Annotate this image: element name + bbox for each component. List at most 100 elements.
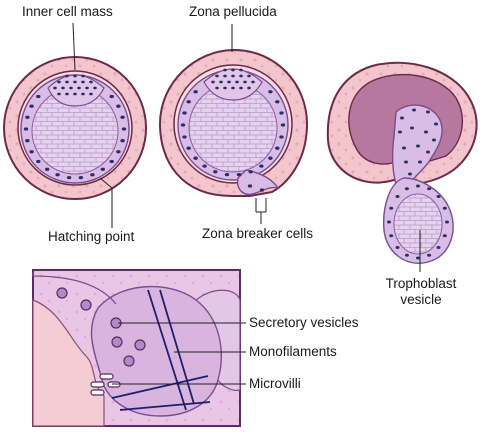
nucleus: [89, 80, 93, 84]
nucleus: [247, 74, 251, 78]
nucleus: [243, 80, 247, 84]
nucleus: [182, 135, 187, 139]
nucleus: [224, 172, 230, 177]
nucleus: [404, 187, 409, 191]
nucleus: [116, 150, 121, 154]
nucleus: [426, 150, 430, 154]
nucleus: [93, 86, 97, 90]
nucleus: [66, 175, 72, 180]
leader-lines: [72, 22, 421, 385]
nucleus: [279, 111, 284, 115]
nucleus: [23, 127, 29, 131]
nucleus: [223, 68, 227, 72]
nucleus: [432, 138, 436, 142]
nucleus: [404, 253, 409, 257]
nucleus: [259, 164, 264, 168]
nucleus: [442, 234, 447, 238]
embryo-3-vesicle-cells: [393, 193, 443, 255]
nucleus: [445, 220, 449, 224]
nucleus: [389, 234, 394, 238]
nucleus: [279, 135, 284, 139]
nucleus: [426, 110, 430, 114]
label-hatching-point: Hatching point: [48, 229, 135, 244]
nucleus: [239, 86, 243, 90]
nucleus: [85, 86, 89, 90]
nucleus: [404, 160, 408, 164]
nucleus: [36, 94, 41, 99]
nucleus: [109, 94, 114, 99]
label-secretory-vesicles: Secretory vesicles: [249, 315, 359, 330]
nucleus: [213, 170, 218, 174]
nucleus: [78, 175, 84, 180]
nucleus: [180, 123, 186, 127]
inset-zona-layer: [32, 299, 105, 427]
embryo-2-inner-cell-mass: [203, 68, 263, 101]
nucleus: [116, 104, 121, 108]
nucleus: [442, 206, 447, 210]
nucleus: [247, 86, 251, 90]
nucleus: [73, 92, 77, 96]
nucleus: [182, 111, 187, 115]
nucleus: [239, 74, 243, 78]
inset-breaker-cell: [90, 285, 223, 417]
nucleus: [416, 184, 420, 188]
nucleus: [223, 86, 227, 90]
nucleus: [29, 104, 34, 108]
nucleus: [53, 86, 57, 90]
nucleus: [280, 123, 286, 127]
embryo-1-nuclei: [23, 74, 127, 180]
nucleus: [69, 86, 73, 90]
nucleus: [389, 206, 394, 210]
inset-secretory-vesicles: [56, 287, 146, 367]
nucleus: [251, 80, 255, 84]
nucleus: [235, 80, 239, 84]
nucleus: [57, 80, 61, 84]
inset-neighbour-cell: [195, 289, 241, 391]
nucleus: [57, 92, 61, 96]
nucleus: [387, 220, 391, 224]
nucleus: [434, 122, 438, 126]
nucleus: [402, 146, 406, 150]
microvilli-inset-panel: [32, 269, 241, 427]
nucleus: [408, 172, 412, 176]
nucleus: [248, 170, 253, 174]
nucleus: [121, 127, 127, 131]
nucleus: [25, 139, 30, 143]
nucleus: [247, 184, 253, 188]
nucleus: [215, 74, 219, 78]
nucleus: [61, 86, 65, 90]
nucleus: [416, 144, 420, 148]
embryo-1-expanded-blastocyst: [3, 56, 147, 200]
nucleus: [395, 195, 400, 198]
embryo-3-trophoblast-column: [391, 104, 443, 185]
nucleus: [398, 130, 402, 134]
label-inner-cell-mass: Inner cell mass: [22, 4, 113, 19]
nucleus: [211, 80, 215, 84]
embryo-2-nuclei: [180, 68, 286, 192]
nucleus: [65, 92, 69, 96]
label-trophoblast-vesicle: Trophoblast vesicle: [378, 276, 464, 308]
nucleus: [65, 74, 69, 78]
nucleus: [45, 167, 50, 171]
nucleus: [239, 68, 243, 72]
nucleus: [120, 115, 125, 119]
nucleus: [81, 80, 85, 84]
leader-zona-breaker-cells: [255, 198, 267, 224]
nucleus: [275, 100, 280, 104]
nucleus: [231, 86, 235, 90]
nucleus: [436, 195, 441, 198]
nucleus: [202, 164, 207, 168]
nucleus: [400, 116, 404, 120]
inset-cell-surface-left: [32, 272, 117, 305]
nucleus: [193, 90, 198, 94]
nucleus: [395, 246, 400, 249]
nucleus: [55, 173, 60, 177]
nucleus: [65, 80, 69, 84]
label-monofilaments: Monofilaments: [249, 344, 337, 359]
nucleus: [259, 188, 265, 192]
nucleus: [73, 80, 77, 84]
nucleus: [81, 92, 85, 96]
nucleus: [268, 156, 273, 160]
leader-inner-cell-mass: [72, 22, 76, 71]
